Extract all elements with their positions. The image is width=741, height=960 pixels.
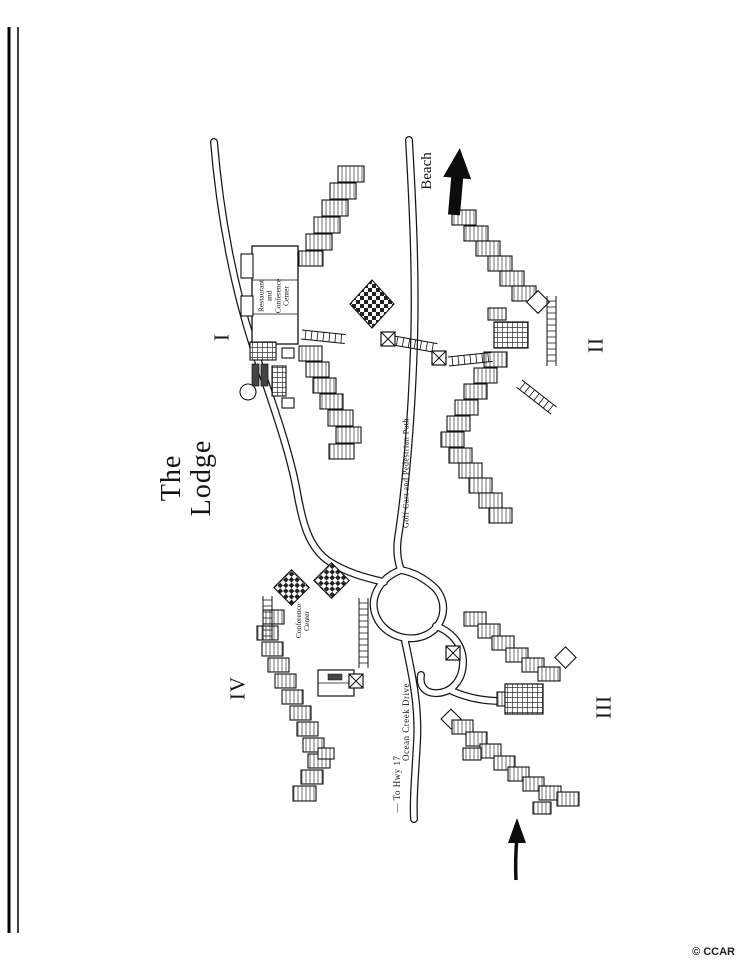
section-4-label: IV [225,675,250,701]
entrance-arrow-icon [508,818,526,881]
checker-diamond [273,569,310,606]
lodge-center-complex [239,341,295,409]
section-2-label: II [583,337,608,353]
beach-arrow-icon [443,148,472,216]
beach-label: Beach [418,152,435,190]
section-4-annex [317,669,355,697]
ccar-credit: © CCAR [692,946,735,958]
hash-building [504,683,544,715]
section-3-buildings [440,611,580,815]
to-hwy-17-label: — To Hwy 17 [392,755,403,813]
restaurant-building [240,245,299,345]
page-edge-lines [7,27,19,933]
map-title: The Lodge [155,439,217,517]
section-1-label: I [209,333,234,341]
pool-circle [239,383,257,401]
section-3-label: III [591,695,616,719]
section-2-buildings [440,209,551,524]
pool-lattice [349,279,395,329]
section-1-buildings [239,165,395,460]
checker-diamond [313,562,350,599]
section-4-buildings [256,562,355,802]
golf-cart-path-label: Golf Cart and Pedestrian Path [401,417,411,529]
restaurant-label: Restaurant and Conference Center [256,278,291,314]
ocean-creek-drive-label: Ocean Creek Drive [401,683,412,761]
conference-center-label: Conference Center [293,603,311,639]
